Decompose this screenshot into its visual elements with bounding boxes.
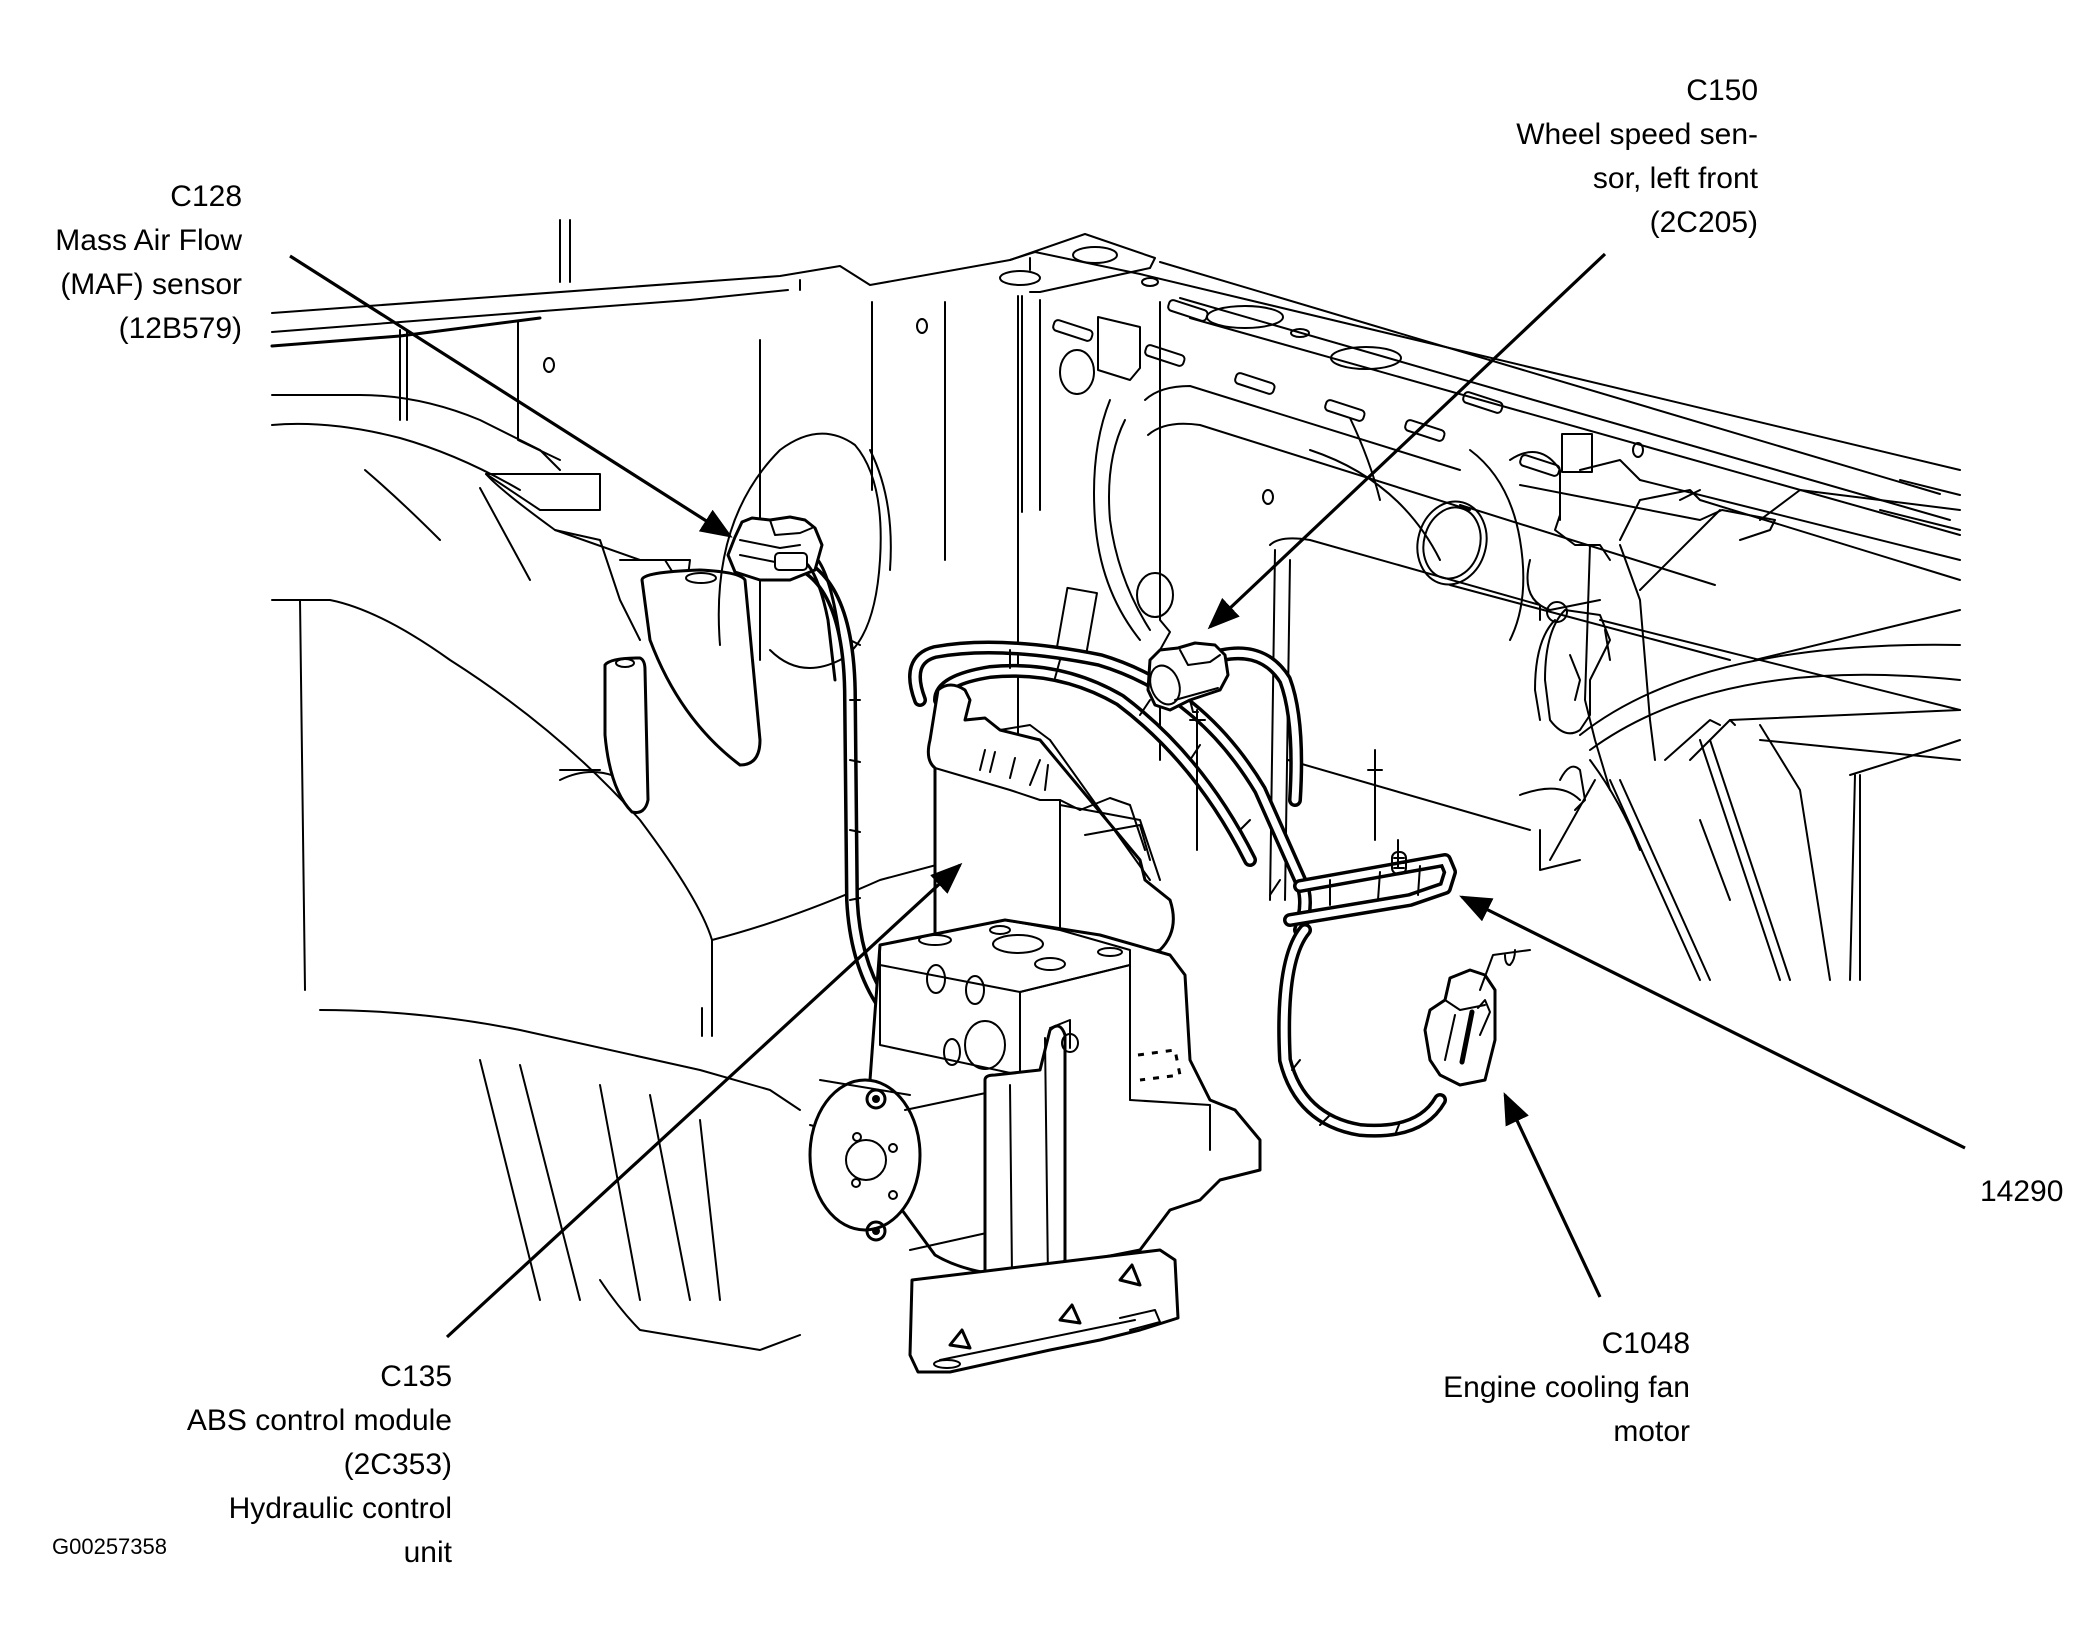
leader-c150 bbox=[1207, 252, 1607, 630]
bump-stop-small bbox=[603, 656, 650, 814]
leader-c135 bbox=[445, 862, 963, 1339]
connector-c150-wheel-speed bbox=[1146, 641, 1230, 713]
callout-text: Hydraulic control bbox=[228, 1492, 452, 1525]
callout-connector-id: C135 bbox=[380, 1360, 452, 1393]
leader-lines bbox=[289, 252, 1966, 1339]
abs-hydraulic-control-unit bbox=[808, 918, 1262, 1374]
callout-part-number: 14290 bbox=[1980, 1175, 2064, 1208]
callout-part-number: (2C353) bbox=[343, 1448, 452, 1481]
callout-text: motor bbox=[1613, 1415, 1690, 1448]
bump-stop-large bbox=[640, 568, 762, 767]
callout-text: (MAF) sensor bbox=[60, 268, 242, 301]
callout-c128-maf-sensor: C128 Mass Air Flow (MAF) sensor (12B579) bbox=[55, 175, 242, 351]
figure-id: G00257358 bbox=[52, 1534, 167, 1559]
callout-connector-id: C128 bbox=[170, 180, 242, 213]
callout-text: Mass Air Flow bbox=[55, 224, 242, 257]
callout-text: sor, left front bbox=[1592, 162, 1758, 195]
leader-14290 bbox=[1459, 895, 1966, 1150]
connector-c128-maf bbox=[726, 515, 842, 682]
leader-c128 bbox=[289, 254, 733, 538]
callout-part-number: (2C205) bbox=[1649, 206, 1758, 239]
leader-c1048 bbox=[1503, 1092, 1602, 1298]
callout-text: Wheel speed sen- bbox=[1516, 118, 1758, 151]
callout-text: Engine cooling fan bbox=[1443, 1371, 1690, 1404]
callout-connector-id: C1048 bbox=[1601, 1327, 1690, 1360]
maf-inlet-disc bbox=[717, 432, 882, 669]
callout-part-number: (12B579) bbox=[118, 312, 242, 345]
callout-c150-wheel-speed-sensor: C150 Wheel speed sen- sor, left front (2… bbox=[1516, 69, 1758, 245]
radiator-support-structure bbox=[270, 219, 1961, 1101]
callout-c135-abs-module: C135 ABS control module (2C353) Hydrauli… bbox=[187, 1355, 452, 1575]
callout-text: unit bbox=[403, 1536, 452, 1569]
callout-c1048-cooling-fan-motor: C1048 Engine cooling fan motor bbox=[1443, 1322, 1690, 1454]
callout-14290-wiring-harness: 14290 bbox=[1980, 1170, 2063, 1214]
connector-c1048-fan-motor bbox=[1423, 949, 1531, 1087]
connector-block-bracket bbox=[926, 683, 1175, 970]
callout-connector-id: C150 bbox=[1686, 74, 1758, 107]
callout-text: ABS control module bbox=[186, 1404, 452, 1437]
